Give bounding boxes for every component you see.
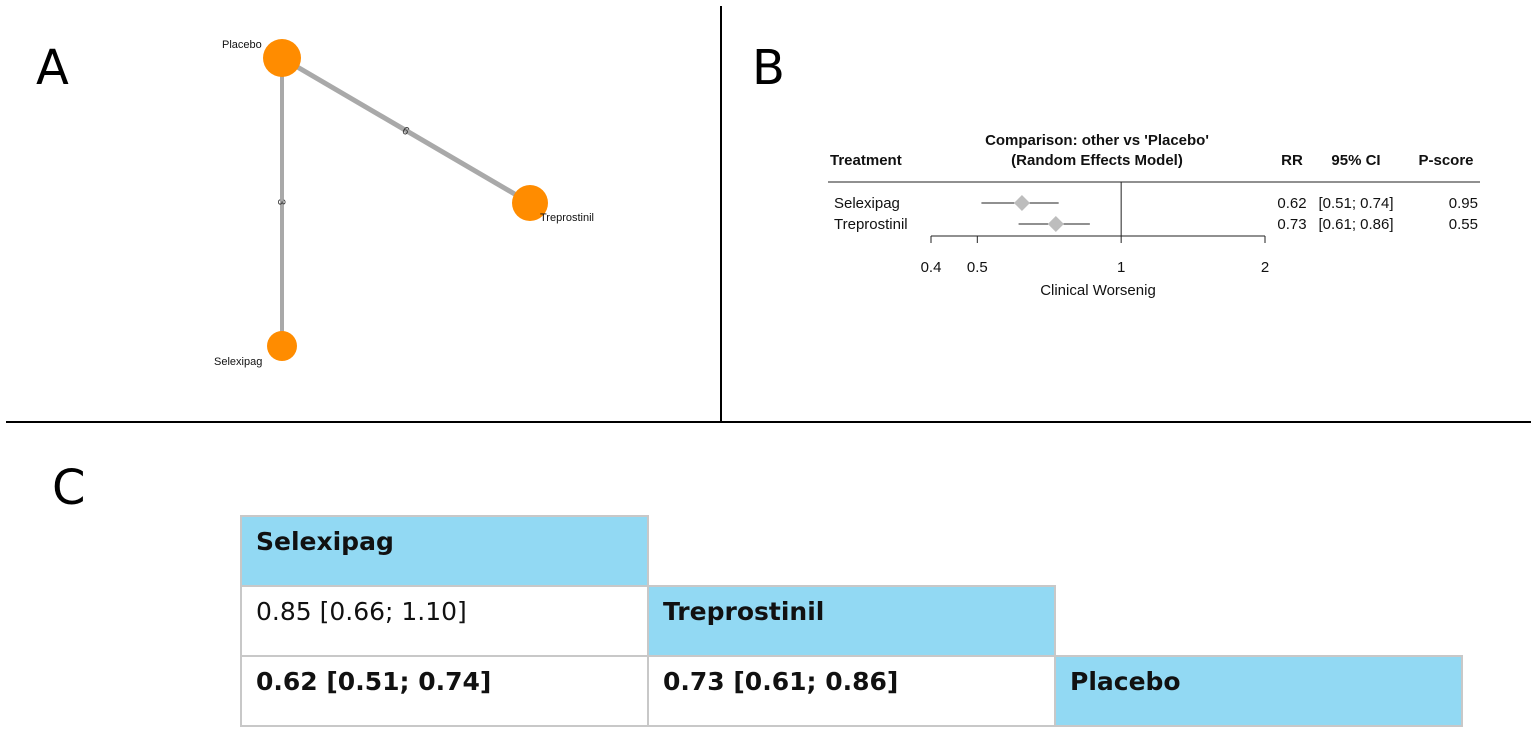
forest-x-tick-label: 0.5 <box>967 259 988 276</box>
forest-header-comparison: Comparison: other vs 'Placebo' <box>985 132 1209 149</box>
league-empty-cell <box>1055 516 1462 586</box>
forest-x-tick-label: 1 <box>1117 259 1125 276</box>
network-edge-label: 3 <box>275 199 287 205</box>
league-row: Selexipag <box>240 515 1462 587</box>
league-value-cell: 0.85 [0.66; 1.10] <box>240 585 649 657</box>
panel-label-a: A <box>36 40 69 96</box>
league-value-cell: 0.73 [0.61; 0.86] <box>647 655 1056 727</box>
vertical-divider <box>720 6 722 422</box>
network-node-label: Selexipag <box>214 356 262 368</box>
league-row: 0.85 [0.66; 1.10]Treprostinil <box>240 585 1462 657</box>
forest-ci-value: [0.51; 0.74] <box>1318 195 1393 212</box>
league-row: 0.62 [0.51; 0.74]0.73 [0.61; 0.86]Placeb… <box>240 655 1463 727</box>
forest-ci-value: [0.61; 0.86] <box>1318 216 1393 233</box>
forest-point-diamond <box>1013 195 1030 211</box>
panel-label-b: B <box>752 40 785 96</box>
forest-x-tick-label: 2 <box>1261 259 1269 276</box>
league-treatment-cell: Treprostinil <box>647 585 1056 657</box>
network-edge-label: 6 <box>400 125 411 138</box>
network-node-selexipag <box>267 331 297 361</box>
forest-x-tick-label: 0.4 <box>921 259 942 276</box>
forest-header-treatment: Treatment <box>830 152 902 169</box>
league-empty-cell <box>648 516 1055 586</box>
forest-header-model: (Random Effects Model) <box>1011 152 1183 169</box>
forest-pscore-value: 0.95 <box>1449 195 1478 212</box>
forest-rr-value: 0.62 <box>1277 195 1306 212</box>
forest-header-ci: 95% CI <box>1331 152 1380 169</box>
forest-plot: Treatment Comparison: other vs 'Placebo'… <box>828 132 1480 299</box>
forest-pscore-value: 0.55 <box>1449 216 1478 233</box>
network-node-label: Treprostinil <box>540 212 594 224</box>
forest-row-label: Selexipag <box>834 195 900 212</box>
panel-label-c: C <box>52 460 86 516</box>
network-node-label: Placebo <box>222 39 262 51</box>
forest-row-label: Treprostinil <box>834 216 908 233</box>
forest-rr-value: 0.73 <box>1277 216 1306 233</box>
network-edge-treprostinil <box>280 55 532 206</box>
network-node-treprostinil <box>512 185 548 221</box>
league-treatment-cell: Placebo <box>1054 655 1463 727</box>
forest-header-rr: RR <box>1281 152 1303 169</box>
forest-header-pscore: P-score <box>1418 152 1473 169</box>
horizontal-divider <box>6 421 1531 423</box>
league-empty-cell <box>1055 586 1462 656</box>
league-treatment-cell: Selexipag <box>240 515 649 587</box>
forest-point-diamond <box>1047 216 1064 232</box>
league-value-cell: 0.62 [0.51; 0.74] <box>240 655 649 727</box>
forest-x-axis-label: Clinical Worsenig <box>1040 282 1156 299</box>
network-node-placebo <box>263 39 301 77</box>
